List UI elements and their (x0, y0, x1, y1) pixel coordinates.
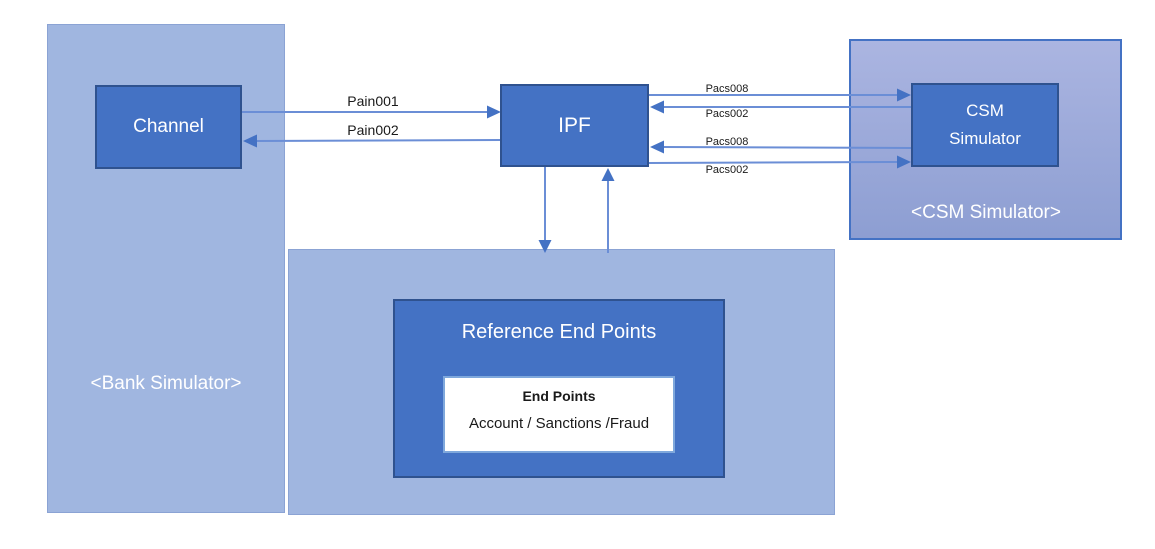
csm-simulator-container-label: <CSM Simulator> (911, 202, 1061, 223)
pain002-label: Pain002 (347, 122, 399, 138)
arrow-pacs002-to-csm (648, 155, 911, 169)
end-points-items: Account / Sanctions /Fraud (468, 415, 650, 432)
arrow-reference-to-ipf (601, 168, 615, 253)
pacs008-to-ipf-label: Pacs008 (705, 136, 749, 148)
arrow-ipf-to-reference (538, 167, 552, 253)
pain001-label: Pain001 (347, 93, 399, 109)
arrow-pain001 (242, 105, 501, 119)
end-points-title: End Points (522, 388, 596, 404)
reference-end-points-title: Reference End Points (461, 321, 657, 343)
end-points-box: End Points Account / Sanctions /Fraud (443, 376, 675, 453)
pacs002-to-ipf-label: Pacs002 (705, 108, 749, 120)
reference-end-points-node: Reference End Points End Points Account … (393, 299, 725, 478)
channel-node-label: Channel (133, 116, 204, 137)
ipf-node-label: IPF (558, 113, 591, 137)
csm-node-label-line1: CSM (966, 101, 1004, 120)
arrow-pacs008-to-csm (649, 88, 911, 102)
pacs002-to-csm-label: Pacs002 (705, 164, 749, 176)
arrow-pain002 (243, 134, 501, 148)
csm-simulator-node: CSM Simulator (911, 83, 1059, 167)
bank-simulator-label: <Bank Simulator> (90, 373, 242, 394)
pacs008-to-csm-label: Pacs008 (705, 83, 749, 95)
arrow-pacs002-to-ipf (650, 100, 911, 114)
channel-node: Channel (95, 85, 242, 169)
arrow-pacs008-to-ipf (650, 140, 912, 154)
ipf-node: IPF (500, 84, 649, 167)
csm-node-label-line2: Simulator (949, 129, 1021, 148)
